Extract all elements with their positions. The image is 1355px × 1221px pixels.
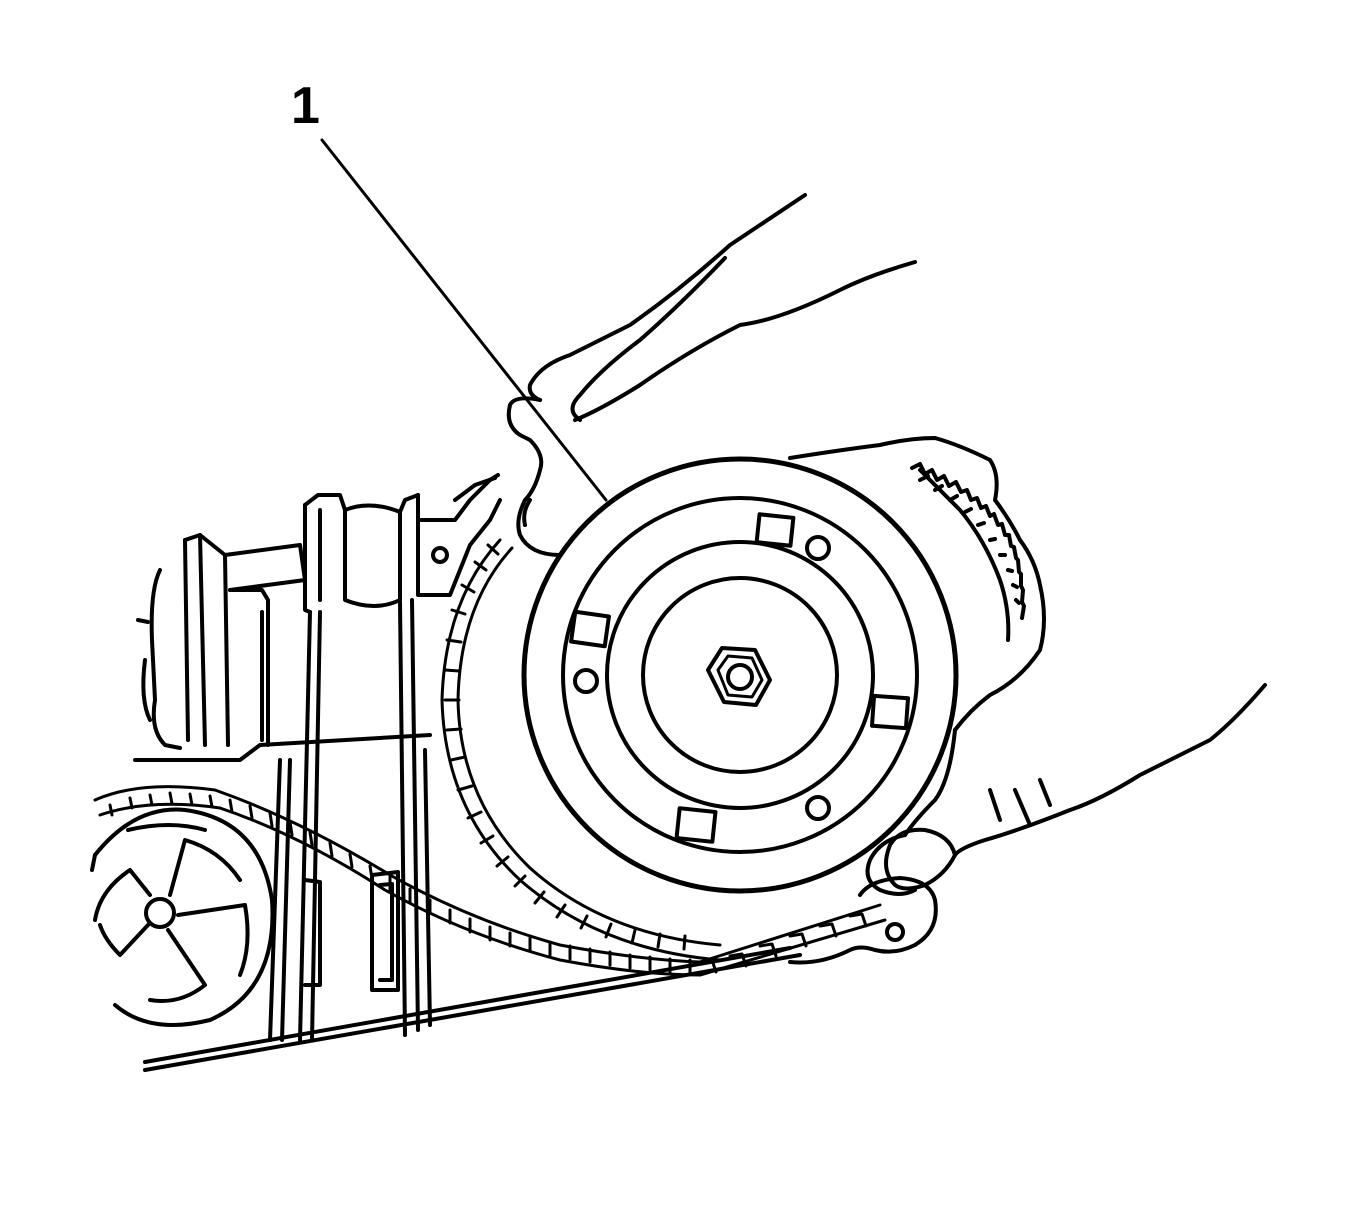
sprocket-hub xyxy=(641,576,839,774)
crankshaft-sprocket-teeth xyxy=(440,538,722,962)
sprocket-outer-rim xyxy=(521,456,959,894)
timing-window-top xyxy=(754,512,796,548)
sprocket-flange xyxy=(561,496,919,854)
engine-front-cover xyxy=(133,473,802,1072)
sprocket-inner-ring xyxy=(605,540,875,810)
timing-window-bottom xyxy=(674,806,718,844)
sprocket-hole-bottom xyxy=(805,795,831,821)
timing-window-right xyxy=(869,693,911,731)
sprocket-hole-left xyxy=(573,668,599,694)
callout-leader-line xyxy=(320,138,608,502)
center-bolt-head xyxy=(706,646,772,707)
camshaft-sprocket xyxy=(90,807,275,1027)
timing-window-left xyxy=(569,609,611,649)
crankshaft-sprocket xyxy=(521,456,959,894)
timing-belt xyxy=(93,785,887,977)
technician-hand-upper xyxy=(506,193,1046,732)
technician-hand-lower xyxy=(788,683,1267,965)
callout-label-1: 1 xyxy=(291,77,320,135)
sprocket-hole-top xyxy=(805,535,831,561)
